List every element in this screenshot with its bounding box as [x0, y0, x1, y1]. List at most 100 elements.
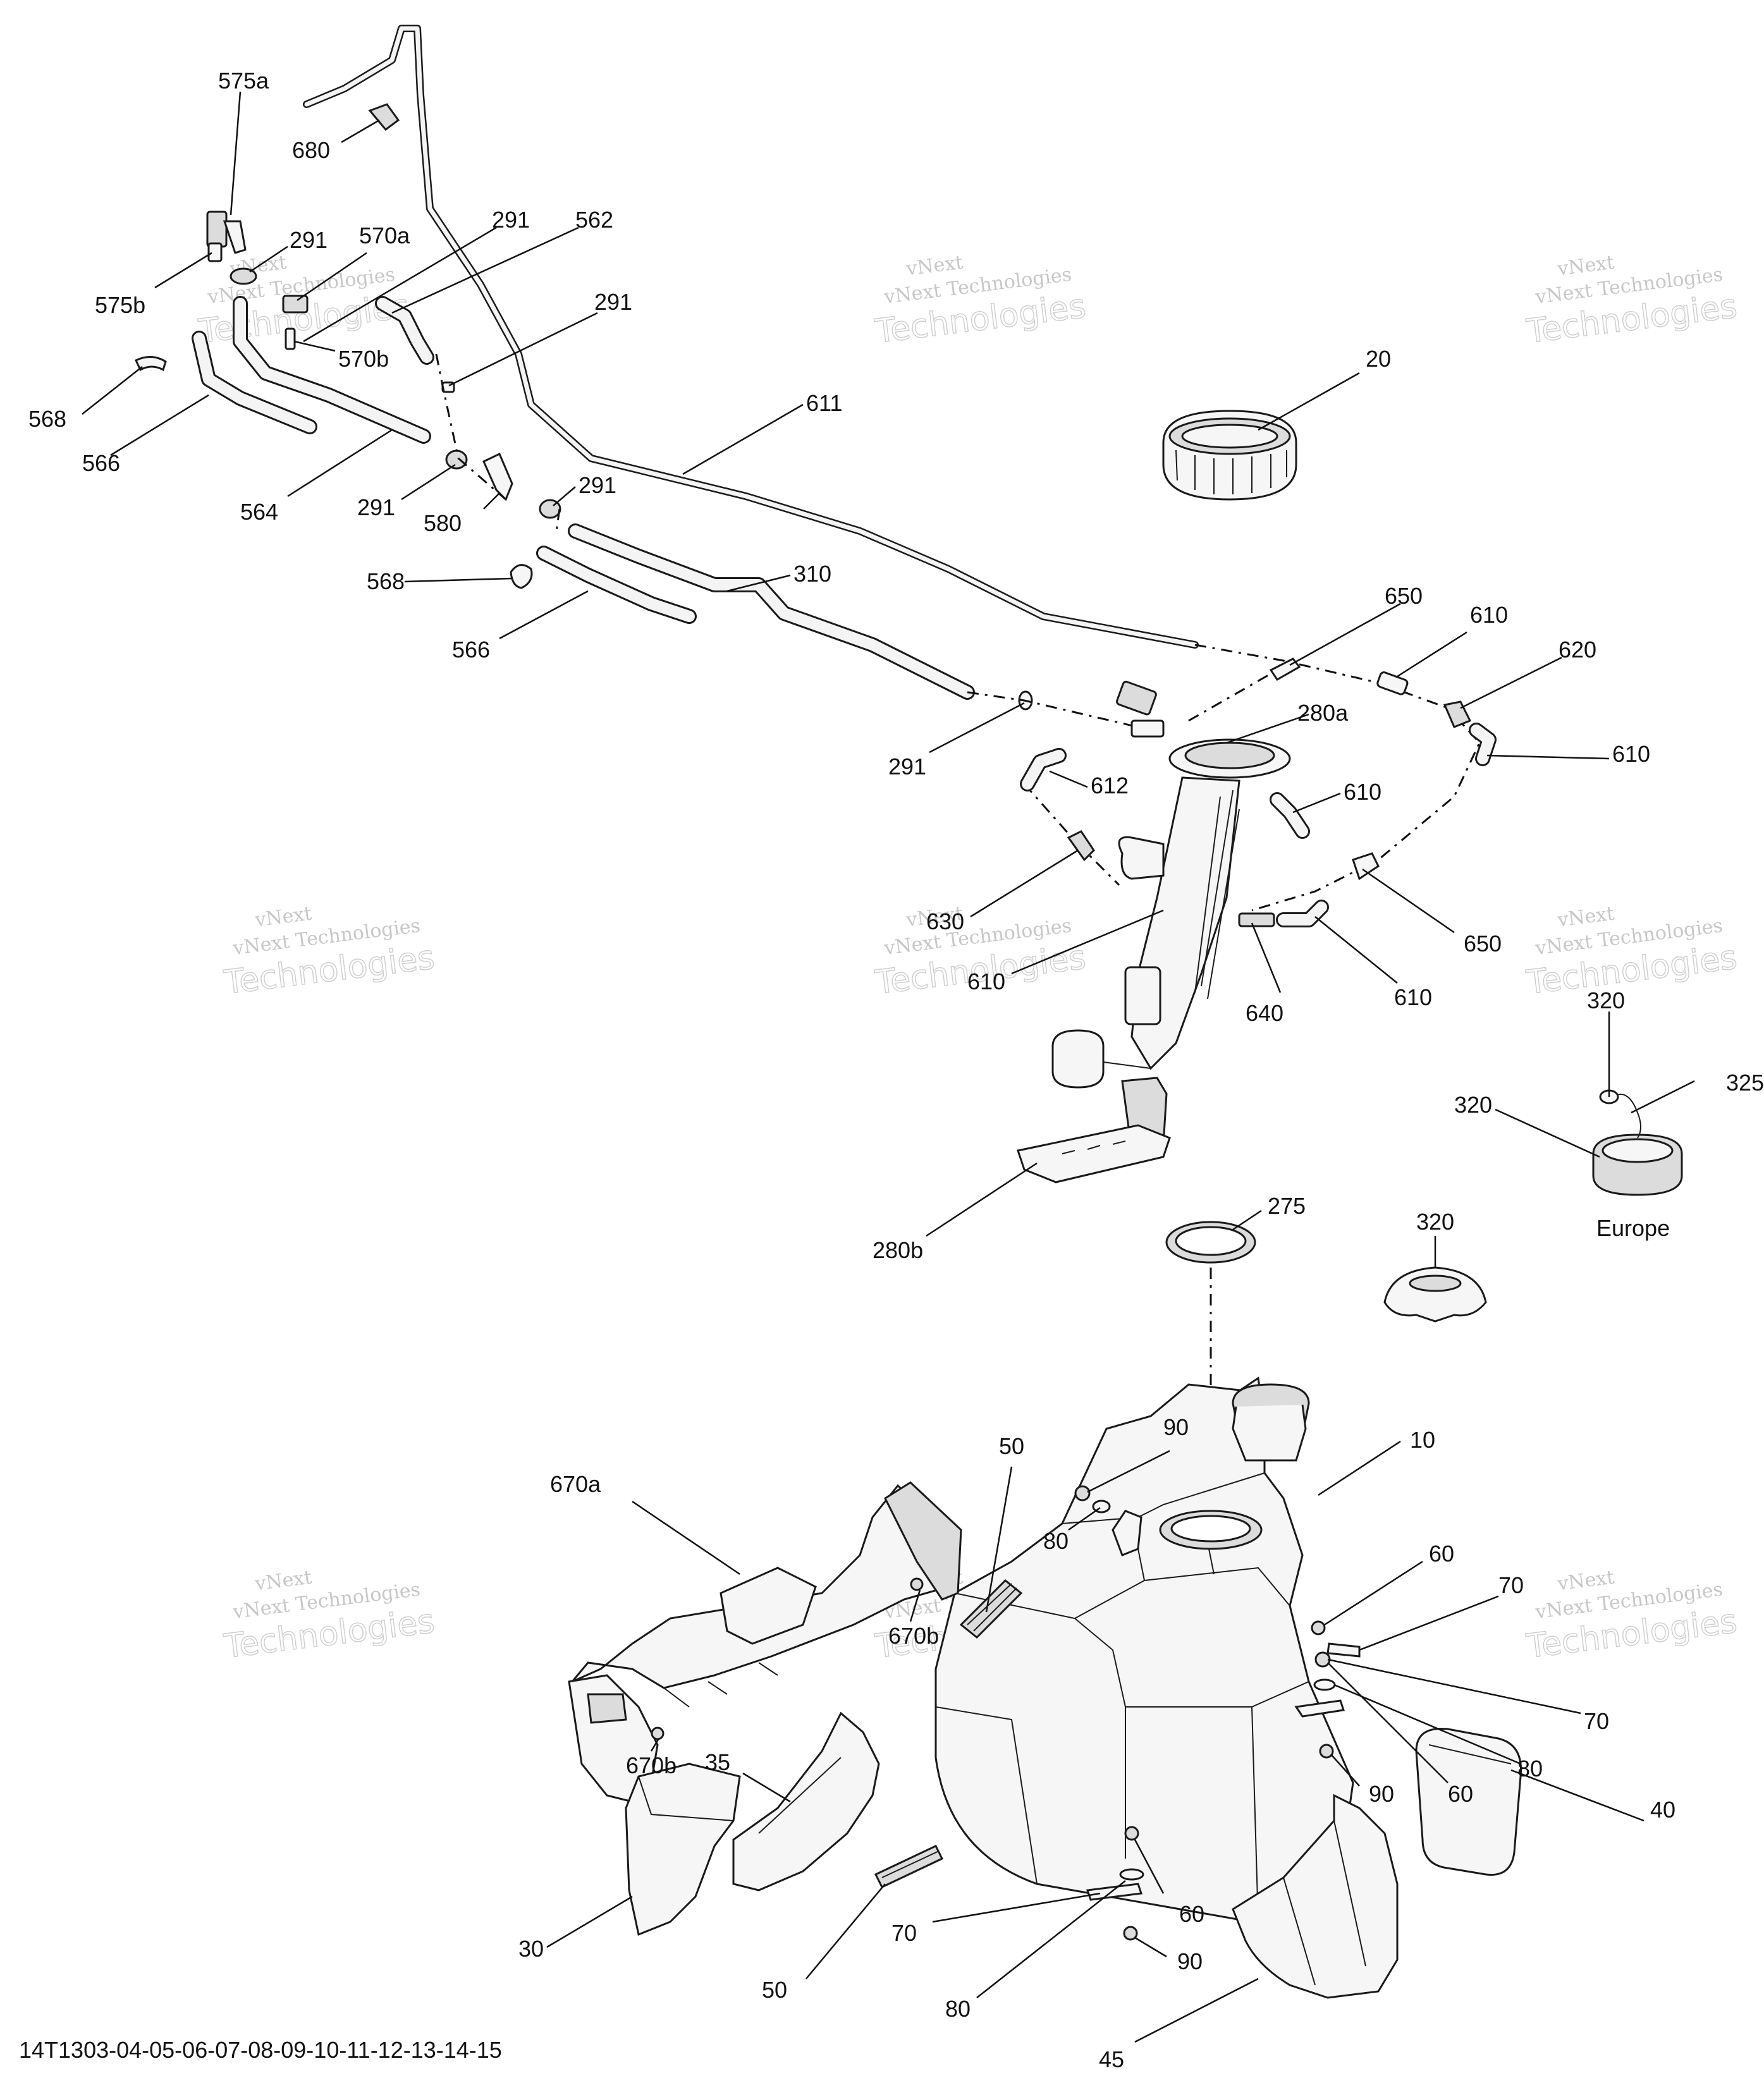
hose-310-inner: [570, 525, 973, 698]
callout-90: 90: [1369, 1781, 1394, 1807]
callout-70: 70: [1584, 1708, 1609, 1734]
pump-fittings: [1020, 657, 1497, 927]
filler-cap-320: [1383, 1266, 1487, 1323]
panel-45: [1232, 1794, 1399, 1999]
valve-620: [1443, 700, 1472, 728]
hose-610-b-inner: [1471, 724, 1495, 764]
europe-label: Europe: [1596, 1215, 1670, 1241]
nut-90-c: [1123, 1926, 1138, 1941]
nut-90-b: [1319, 1744, 1334, 1759]
callout-90: 90: [1177, 1948, 1203, 1974]
callout-650: 650: [1385, 583, 1423, 609]
connector-dash: [967, 691, 1139, 728]
bracket-70-c: [1086, 1883, 1143, 1901]
hose-566-bottom-inner: [538, 547, 695, 622]
valve-630: [1067, 830, 1095, 862]
callout-291: 291: [579, 472, 616, 498]
strap-50-upper: [959, 1579, 1023, 1639]
callout-70: 70: [891, 1920, 917, 1946]
fitting-570a: [282, 295, 309, 314]
callout-30: 30: [518, 1936, 544, 1962]
callout-275: 275: [1268, 1193, 1306, 1219]
connector-dash: [1188, 669, 1278, 722]
nut-60-c: [1124, 1826, 1139, 1841]
connector-dash: [435, 353, 506, 501]
callout-610: 610: [1344, 779, 1381, 805]
callout-320: 320: [1454, 1092, 1492, 1118]
panel-30: [625, 1763, 741, 1936]
watermark-line-top: vNext: [254, 1567, 314, 1596]
nut-670b: [651, 1727, 665, 1740]
clip-568-a: [135, 356, 167, 372]
line-611-inner: [304, 26, 1197, 647]
callout-670b: 670b: [888, 1623, 939, 1649]
fuel-tank-10: [934, 1376, 1354, 1923]
callout-291: 291: [888, 754, 926, 779]
vent-lines: [135, 25, 1481, 1403]
callout-320: 320: [1416, 1209, 1454, 1235]
callout-650: 650: [1464, 931, 1502, 956]
fitting-575a-elbow: [223, 220, 247, 254]
callout-45: 45: [1099, 2046, 1124, 2072]
callout-568: 568: [367, 568, 405, 594]
bracket-70-b: [1294, 1699, 1345, 1718]
washer-80-c: [1119, 1868, 1144, 1881]
callout-280b: 280b: [873, 1237, 923, 1263]
washer-80-b: [1313, 1678, 1336, 1691]
callout-60: 60: [1448, 1781, 1473, 1807]
fitting-575a: [206, 211, 228, 248]
nut-670b-upper: [910, 1577, 924, 1591]
bolt-70-a: [1326, 1642, 1361, 1658]
callout-310: 310: [793, 561, 831, 587]
hose-610-a: [1376, 671, 1409, 695]
callout-630: 630: [926, 908, 964, 934]
callout-610: 610: [1394, 984, 1432, 1010]
callout-325: 325: [1726, 1070, 1764, 1096]
hose-612-inner: [1022, 750, 1065, 790]
callout-80: 80: [1517, 1756, 1543, 1782]
callout-320: 320: [1587, 987, 1625, 1013]
callout-620: 620: [1559, 637, 1596, 663]
tee-580: [482, 452, 513, 501]
callout-566: 566: [452, 637, 490, 663]
connector-dash: [1194, 644, 1481, 912]
locking-ring-20: [1162, 410, 1297, 501]
watermark-line-top: vNext: [905, 252, 965, 281]
hose-610-c-inner: [1271, 794, 1308, 837]
callout-670a: 670a: [550, 1471, 601, 1497]
hose-566-top-inner: [193, 333, 315, 432]
callout-80: 80: [945, 1996, 971, 2022]
watermarks: vNext vNext Technologies Technologies vN…: [196, 252, 1739, 1666]
callout-labels: 575a 680 291 570a 291 562 575b 570b 291 …: [28, 68, 1764, 2072]
callout-291: 291: [357, 494, 395, 520]
callout-80: 80: [1043, 1528, 1069, 1554]
callout-612: 612: [1091, 773, 1129, 798]
callout-670b: 670b: [626, 1752, 677, 1778]
hardware: [651, 1485, 1361, 1941]
leader-lines: [82, 91, 1695, 2043]
callout-610: 610: [967, 969, 1005, 994]
callout-40: 40: [1650, 1797, 1675, 1823]
callout-291: 291: [290, 227, 328, 253]
clamp-291-a: [230, 267, 257, 285]
callout-575a: 575a: [218, 68, 269, 94]
callout-90: 90: [1163, 1414, 1189, 1440]
bracket-670a: [568, 1481, 962, 1803]
callout-50: 50: [762, 1977, 787, 2003]
callout-610: 610: [1470, 602, 1508, 628]
callout-10: 10: [1410, 1427, 1435, 1453]
nut-90-a: [1074, 1485, 1091, 1501]
hose-562-inner: [377, 298, 432, 363]
callout-70: 70: [1498, 1572, 1524, 1598]
watermark-line-top: vNext: [1556, 903, 1616, 932]
callout-570a: 570a: [359, 223, 410, 248]
callout-640: 640: [1246, 1000, 1283, 1026]
europe-cap-assembly: [1592, 1089, 1683, 1196]
callout-280a: 280a: [1297, 700, 1349, 726]
callout-680: 680: [292, 137, 330, 163]
callout-611: 611: [806, 390, 842, 416]
clip-568-b: [510, 564, 533, 589]
watermark-line-top: vNext: [254, 903, 314, 932]
diagram-code: 14T1303-04-05-06-07-08-09-10-11-12-13-14…: [19, 2037, 502, 2063]
panel-35: [732, 1711, 880, 1892]
